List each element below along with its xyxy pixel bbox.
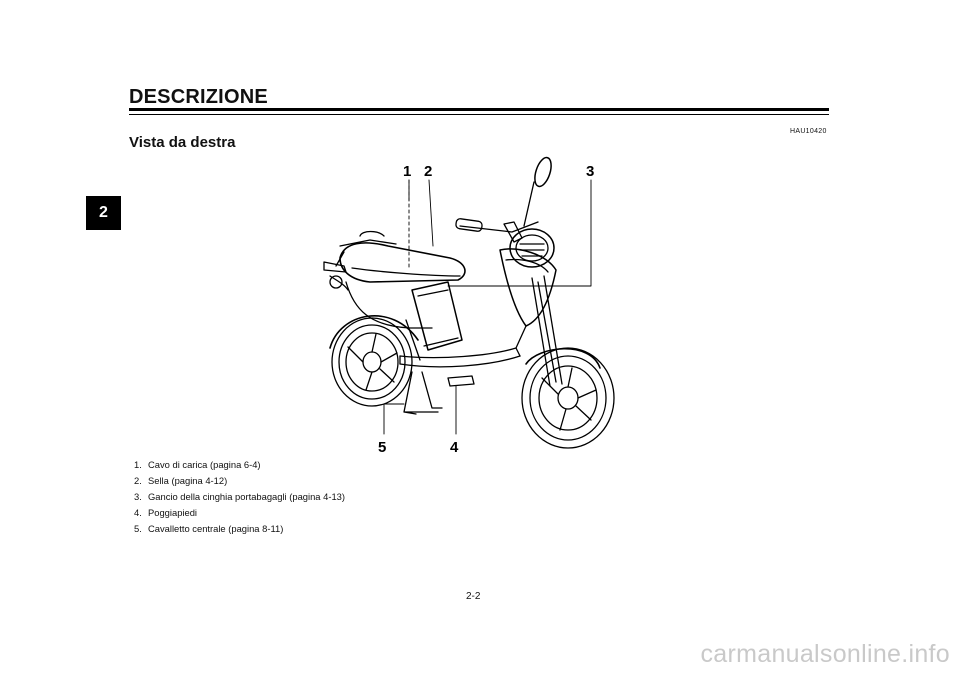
legend-number: 1. xyxy=(134,459,142,470)
subsection-title: Vista da destra xyxy=(129,134,236,151)
legend-text: Cavo di carica (pagina 6-4) xyxy=(148,459,261,470)
title-rule-thin xyxy=(129,114,829,115)
page-number: 2-2 xyxy=(466,591,481,602)
legend-item: 5. Cavalletto centrale (pagina 8-11) xyxy=(134,521,345,537)
legend-text: Sella (pagina 4-12) xyxy=(148,475,228,486)
parts-legend: 1. Cavo di carica (pagina 6-4) 2. Sella (p… xyxy=(134,457,345,537)
callout-2: 2 xyxy=(424,163,432,180)
legend-text: Gancio della cinghia portabagagli (pagin… xyxy=(148,491,346,502)
section-title: DESCRIZIONE xyxy=(129,86,268,108)
legend-text: Cavalletto centrale (pagina 8-11) xyxy=(148,523,284,534)
callout-1: 1 xyxy=(403,163,411,180)
legend-item: 4. Poggiapiedi xyxy=(134,505,345,521)
legend-text: Poggiapiedi xyxy=(148,507,197,518)
callout-4: 4 xyxy=(450,439,459,456)
doc-code: HAU10420 xyxy=(790,128,827,135)
legend-item: 1. Cavo di carica (pagina 6-4) xyxy=(134,457,345,473)
title-rule xyxy=(129,108,829,111)
scooter-illustration: 1 2 3 4 5 xyxy=(300,150,650,460)
legend-item: 2. Sella (pagina 4-12) xyxy=(134,473,345,489)
legend-item: 3. Gancio della cinghia portabagagli (pag… xyxy=(134,489,345,505)
callout-5: 5 xyxy=(378,439,386,456)
legend-number: 2. xyxy=(134,475,142,486)
callout-3: 3 xyxy=(586,163,594,180)
legend-number: 4. xyxy=(134,507,142,518)
legend-number: 3. xyxy=(134,491,142,502)
legend-number: 5. xyxy=(134,523,142,534)
watermark: carmanualsonline.info xyxy=(700,640,950,668)
chapter-tab: 2 xyxy=(86,196,121,230)
